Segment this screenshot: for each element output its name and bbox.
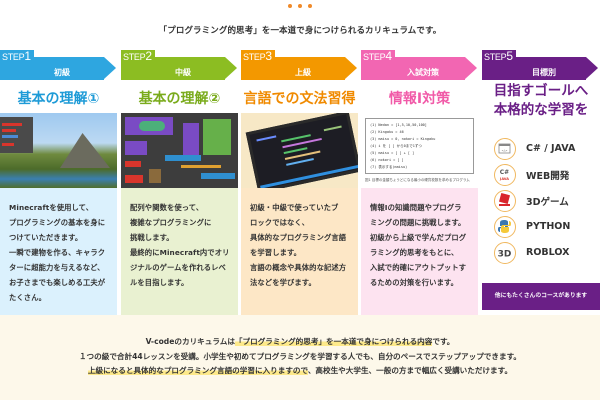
step-1-title: 基本の理解① xyxy=(17,91,100,107)
step-2-label: STEP2 xyxy=(123,49,152,63)
step-1-level: 初級 xyxy=(54,68,70,77)
svg-text:3D: 3D xyxy=(498,249,512,259)
summary-line-2: １つの級で合計44レッスンを受講。小学生や初めてプログラミングを学習する人でも、… xyxy=(78,351,522,361)
arrow-right-icon xyxy=(465,57,477,79)
language-item-csharp-java: </> C# / JAVA xyxy=(494,136,600,161)
arrow-right-icon xyxy=(225,57,237,79)
svg-text:C#: C# xyxy=(500,169,509,176)
step-3-column: STEP3 上級 言語での文法習得 初級・中級で使っていたブロックではなく、具体… xyxy=(241,50,358,316)
step-5-banner: STEP5 目標別 xyxy=(482,50,600,80)
language-item-roblox: 3D ROBLOX xyxy=(494,240,600,265)
step-1-banner: STEP1 初級 xyxy=(0,50,117,80)
step-3-title: 言語での文法習得 xyxy=(243,91,356,107)
step-1-label: STEP1 xyxy=(2,49,31,63)
code-window-icon: </> xyxy=(494,137,516,160)
laptop-code-photo xyxy=(241,113,358,188)
step-1-column: STEP1 初級 基本の理解① Minecraftを使用して、プログラミングの基… xyxy=(0,50,117,316)
svg-text:</>: </> xyxy=(501,148,508,152)
step-2-column: STEP2 中級 基本の理解② 配列や関数を使って、複雑なプログラミングに挑戦し… xyxy=(121,50,238,316)
lead-text: 「プログラミング的思考」を一本道で身につけられるカリキュラムです。 xyxy=(158,26,442,36)
step-2-title: 基本の理解② xyxy=(138,91,221,107)
step-4-level: 入試対策 xyxy=(407,68,439,77)
language-item-3dgame: 3Dゲーム xyxy=(494,188,600,213)
step-2-description: 配列や関数を使って、複雑なプログラミングに挑戦します。最終的にMinecraft… xyxy=(121,188,238,316)
language-item-web: C#JAVA WEB開発 xyxy=(494,162,600,187)
step-2-banner: STEP2 中級 xyxy=(121,50,238,80)
python-logo-icon xyxy=(494,215,516,238)
language-list: </> C# / JAVA C#JAVA WEB開発 3Dゲーム PYTHON … xyxy=(482,136,600,265)
step-5-label: STEP5 xyxy=(484,49,513,63)
step-5-title: 目指すゴールへ 本格的な学習を xyxy=(493,83,589,118)
minecraft-screenshot xyxy=(0,113,117,188)
step-3-label: STEP3 xyxy=(243,49,272,63)
language-item-python: PYTHON xyxy=(494,214,600,239)
steps-row: STEP1 初級 基本の理解① Minecraftを使用して、プログラミングの基… xyxy=(0,50,600,316)
step-4-banner: STEP4 入試対策 xyxy=(361,50,478,80)
decorative-dots xyxy=(0,4,600,12)
step-4-title: 情報Ⅰ対策 xyxy=(388,91,451,107)
highlight-text: 「プログラミング的思考」を一本道で身につけられる内容 xyxy=(234,337,433,346)
step-4-column: STEP4 入試対策 情報Ⅰ対策 (1) Nedan = [1,5,10,50,… xyxy=(361,50,478,316)
block-programming-screenshot xyxy=(121,113,238,188)
summary-line-3: 上級になると具体的なプログラミング言語の学習に入りますので、高校生や大学生、一般… xyxy=(87,366,513,375)
step-5-level: 目標別 xyxy=(532,68,556,77)
step-3-level: 上級 xyxy=(295,68,311,77)
step-2-level: 中級 xyxy=(175,68,191,77)
more-courses-button[interactable]: 他にもたくさんのコースがあります xyxy=(482,283,600,310)
csharp-java-icon: C#JAVA xyxy=(494,163,516,186)
svg-text:JAVA: JAVA xyxy=(499,177,509,181)
exam-program-figure: (1) Nedan = [1,5,10,50,100](2) Kingaku =… xyxy=(361,113,478,188)
step-4-label: STEP4 xyxy=(363,49,392,63)
step-5-column: STEP5 目標別 目指すゴールへ 本格的な学習を </> C# / JAVA … xyxy=(482,50,600,310)
summary-line-1: V-codeのカリキュラムは「プログラミング的思考」を一本道で身につけられる内容… xyxy=(145,337,455,346)
highlight-text: 上級になると具体的なプログラミング言語の学習に入りますので xyxy=(87,366,308,375)
step-3-banner: STEP3 上級 xyxy=(241,50,358,80)
step-4-description: 情報Ⅰの知識問題やプログラミングの問題に挑戦します。初級から上級で学んだプログラ… xyxy=(361,188,478,316)
roblox-logo-icon xyxy=(494,189,516,212)
step-3-description: 初級・中級で使っていたブロックではなく、具体的なプログラミング言語を学習します。… xyxy=(241,188,358,316)
3d-icon: 3D xyxy=(494,241,516,264)
summary-box: V-codeのカリキュラムは「プログラミング的思考」を一本道で身につけられる内容… xyxy=(0,315,600,400)
arrow-right-icon xyxy=(345,57,357,79)
arrow-right-icon xyxy=(104,57,116,79)
arrow-right-icon xyxy=(586,57,598,79)
step-1-description: Minecraftを使用して、プログラミングの基本を身につけていただきます。一瞬… xyxy=(0,188,117,316)
